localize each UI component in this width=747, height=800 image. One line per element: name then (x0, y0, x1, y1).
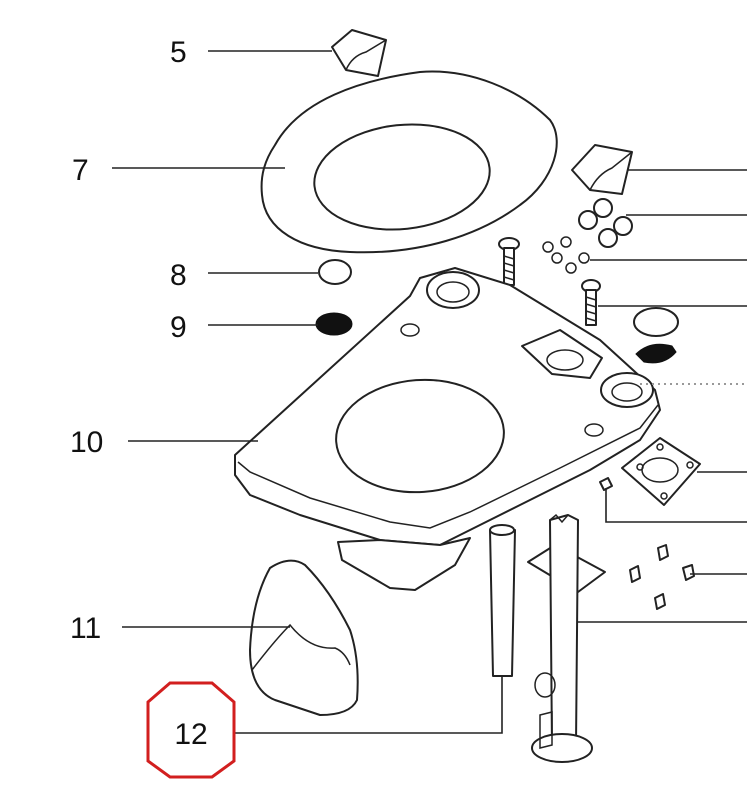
callout-11: 11 (70, 612, 101, 645)
support-post[interactable] (527, 513, 606, 763)
callout-12: 12 (174, 718, 207, 751)
mounting-plate[interactable] (621, 437, 701, 506)
callout-10: 10 (70, 426, 103, 459)
nuts-and-washers[interactable] (542, 198, 633, 274)
bolt-left[interactable] (498, 237, 520, 286)
part-9-bumper[interactable] (315, 312, 353, 336)
part-5-hinge-cover[interactable] (331, 29, 387, 77)
callout-5: 5 (170, 36, 187, 69)
part-10-seat-base[interactable] (234, 267, 661, 591)
part-12-rod[interactable] (489, 524, 516, 677)
callout-12-hexagon[interactable]: 12 (146, 681, 236, 779)
part-7-seat-lid[interactable] (260, 70, 558, 254)
part-8-disc[interactable] (318, 259, 352, 285)
leader-lines (112, 50, 747, 734)
bumper-right[interactable] (635, 343, 677, 364)
bolt-right[interactable] (581, 279, 601, 326)
small-screws[interactable] (599, 477, 695, 610)
disc-right[interactable] (633, 307, 679, 337)
part-11-cover-shroud[interactable] (249, 559, 359, 716)
hinge-cover-right[interactable] (571, 144, 633, 195)
callout-7: 7 (72, 154, 89, 187)
callout-8: 8 (170, 259, 187, 292)
callout-9: 9 (170, 311, 187, 344)
